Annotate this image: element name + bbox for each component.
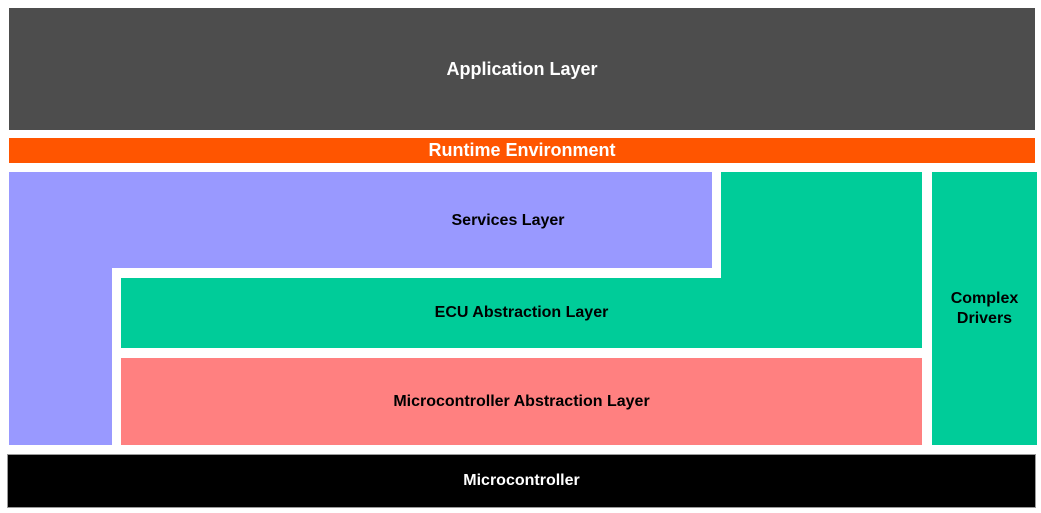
- ecu-abstraction-layer-label: ECU Abstraction Layer: [434, 304, 609, 321]
- microcontroller-label: Microcontroller: [463, 472, 580, 489]
- application-layer-label: Application Layer: [446, 58, 598, 79]
- microcontroller-abstraction-layer-block: Microcontroller Abstraction Layer: [121, 358, 922, 445]
- application-layer-block: Application Layer: [9, 8, 1035, 130]
- microcontroller-abstraction-layer-label: Microcontroller Abstraction Layer: [393, 392, 650, 410]
- complex-drivers-block: Complex Drivers: [932, 172, 1037, 445]
- services-layer-label: Services Layer: [451, 212, 565, 229]
- complex-drivers-label-line1: Complex: [950, 289, 1019, 307]
- complex-drivers-label-line2: Drivers: [956, 309, 1013, 327]
- runtime-environment-block: Runtime Environment: [9, 138, 1035, 163]
- services-layer-horizontal-bar: [9, 172, 712, 268]
- runtime-environment-label: Runtime Environment: [428, 140, 616, 160]
- microcontroller-block: Microcontroller: [7, 454, 1036, 508]
- ecu-abstraction-layer-block: ECU Abstraction Layer: [121, 278, 922, 348]
- ecu-abstraction-upper-block: [721, 172, 922, 279]
